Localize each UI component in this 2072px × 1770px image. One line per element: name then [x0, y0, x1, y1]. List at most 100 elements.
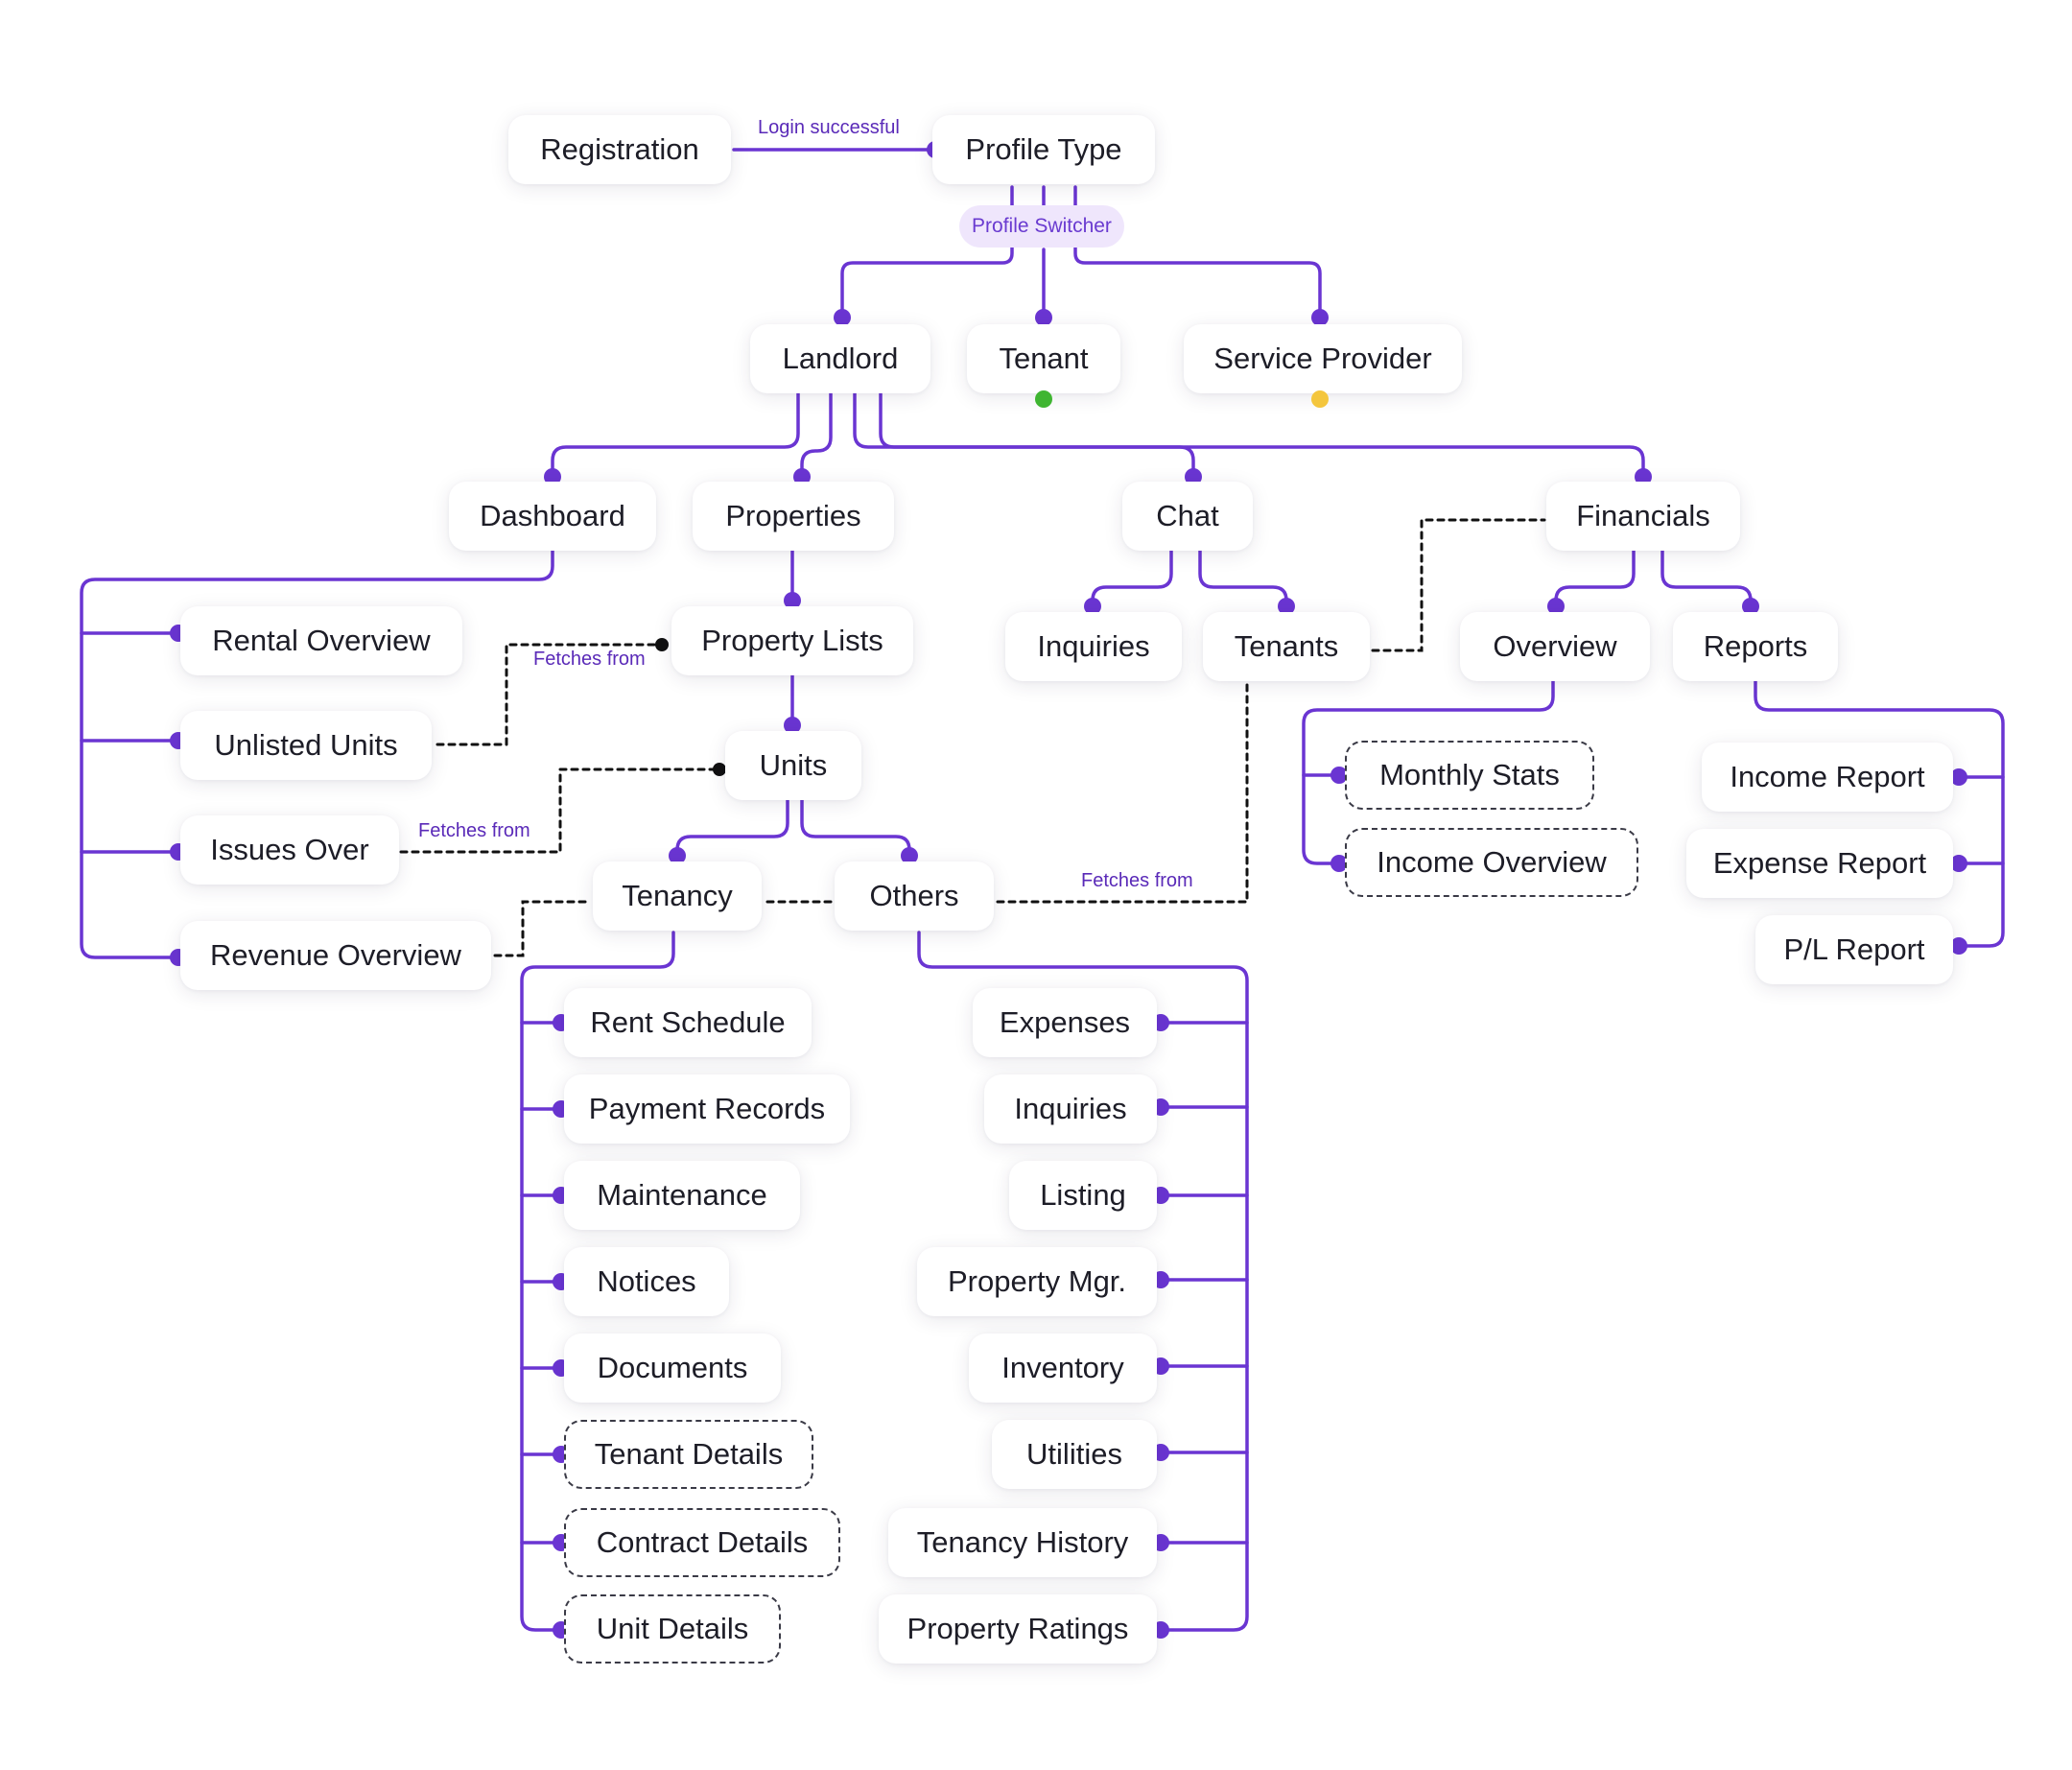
others-node: Others	[835, 861, 994, 931]
edge-chat-inquiries	[1091, 547, 1173, 608]
dotted-connectors	[399, 518, 1546, 957]
service-provider-node: Service Provider	[1184, 324, 1462, 393]
units-node: Units	[725, 731, 861, 800]
edge-units-others	[800, 795, 911, 858]
dot-financials	[1635, 468, 1652, 485]
dot-chat	[1185, 468, 1202, 485]
registration-node: Registration	[508, 115, 731, 184]
dot-tenancy	[669, 847, 686, 864]
edge-landlord-dashboard	[551, 391, 800, 479]
notices-node: Notices	[564, 1247, 729, 1316]
link-tenants-financials	[1371, 518, 1546, 652]
revenue-overview-node: Revenue Overview	[180, 921, 491, 990]
edge-switcher-service-provider	[1073, 246, 1322, 319]
rent-schedule-node: Rent Schedule	[564, 988, 812, 1057]
dot-others	[901, 847, 918, 864]
profile-type-node: Profile Type	[932, 115, 1155, 184]
others-inquiries-node: Inquiries	[984, 1074, 1157, 1144]
dot-units-link	[713, 763, 726, 776]
dot-income-overview	[1330, 855, 1348, 872]
pl-report-node: P/L Report	[1755, 915, 1953, 984]
tenancy-node: Tenancy	[593, 861, 762, 931]
property-lists-node: Property Lists	[671, 606, 913, 675]
dot-units	[784, 717, 801, 734]
tenancy-history-node: Tenancy History	[888, 1508, 1157, 1577]
dot-landlord	[834, 309, 851, 326]
properties-node: Properties	[693, 482, 894, 551]
login-successful-label: Login successful	[754, 117, 904, 139]
connector-dots	[170, 141, 1967, 1639]
dotted-link-endpoints	[655, 638, 726, 776]
financials-node: Financials	[1546, 482, 1740, 551]
edge-landlord-chat	[853, 391, 1195, 479]
chat-inquiries-node: Inquiries	[1005, 612, 1182, 681]
dot-fin-reports	[1742, 598, 1759, 615]
link-issues-over-units	[399, 767, 721, 854]
dot-property-lists-link	[655, 638, 669, 651]
dot-pl-report	[1950, 937, 1967, 955]
inventory-node: Inventory	[969, 1333, 1157, 1403]
dot-fin-overview	[1547, 598, 1565, 615]
tenant-node: Tenant	[967, 324, 1120, 393]
dot-property-lists	[784, 592, 801, 609]
edge-profile-type-switcher	[1010, 185, 1077, 209]
link-others-tenants	[996, 681, 1249, 904]
edge-switcher-landlord	[840, 246, 1014, 319]
chat-tenants-node: Tenants	[1203, 612, 1370, 681]
fetches-from-units-label: Fetches from	[414, 820, 534, 842]
dot-dashboard	[544, 468, 561, 485]
monthly-stats-node: Monthly Stats	[1345, 741, 1594, 810]
contract-details-node: Contract Details	[564, 1508, 840, 1577]
profile-switcher-pill: Profile Switcher	[959, 205, 1124, 248]
payment-records-node: Payment Records	[564, 1074, 850, 1144]
utilities-node: Utilities	[992, 1420, 1157, 1489]
service-provider-status-dot	[1311, 390, 1329, 408]
edge-dashboard-group	[80, 547, 554, 959]
edge-tenancy-items	[520, 1021, 563, 1545]
dot-tenant	[1035, 309, 1052, 326]
fin-overview-node: Overview	[1460, 612, 1650, 681]
property-mgr-node: Property Mgr.	[917, 1247, 1157, 1316]
documents-node: Documents	[564, 1333, 781, 1403]
issues-over-node: Issues Over	[180, 815, 399, 885]
dot-service-provider	[1311, 309, 1329, 326]
edge-overview-group	[1302, 679, 1555, 865]
edge-financials-overview	[1554, 547, 1636, 608]
edge-others-group	[917, 931, 1249, 1632]
edge-financials-reports	[1660, 547, 1753, 608]
maintenance-node: Maintenance	[564, 1161, 800, 1230]
edge-reports-group	[1754, 679, 2005, 948]
dot-income-report	[1950, 768, 1967, 786]
listing-node: Listing	[1009, 1161, 1157, 1230]
edge-tenancy-group	[520, 931, 675, 1632]
dot-expense-report	[1950, 855, 1967, 872]
link-revenue-overview-tenancy	[493, 900, 592, 957]
landlord-node: Landlord	[750, 324, 930, 393]
dot-monthly-stats	[1330, 767, 1348, 784]
dot-chat-inquiries	[1084, 598, 1101, 615]
edge-others-items	[1159, 1021, 1249, 1545]
dashboard-node: Dashboard	[449, 482, 656, 551]
fin-reports-node: Reports	[1673, 612, 1838, 681]
dot-chat-tenants	[1278, 598, 1295, 615]
edge-chat-tenants	[1198, 547, 1288, 608]
chat-node: Chat	[1122, 482, 1253, 551]
income-overview-node: Income Overview	[1345, 828, 1638, 897]
expenses-node: Expenses	[973, 988, 1157, 1057]
tenant-status-dot	[1035, 390, 1052, 408]
link-unlisted-units-property-lists	[436, 643, 664, 746]
income-report-node: Income Report	[1702, 743, 1953, 812]
edge-landlord-properties	[800, 391, 833, 479]
edge-units-tenancy	[675, 795, 789, 858]
solid-connectors	[80, 148, 2005, 1632]
fetches-from-property-lists-label: Fetches from	[530, 649, 649, 671]
property-ratings-node: Property Ratings	[879, 1594, 1157, 1664]
fetches-from-tenants-label: Fetches from	[1077, 870, 1197, 892]
tenant-details-node: Tenant Details	[564, 1420, 813, 1489]
rental-overview-node: Rental Overview	[180, 606, 462, 675]
dot-properties	[793, 468, 811, 485]
unit-details-node: Unit Details	[564, 1594, 781, 1664]
edge-landlord-financials	[879, 391, 1645, 479]
unlisted-units-node: Unlisted Units	[180, 711, 432, 780]
